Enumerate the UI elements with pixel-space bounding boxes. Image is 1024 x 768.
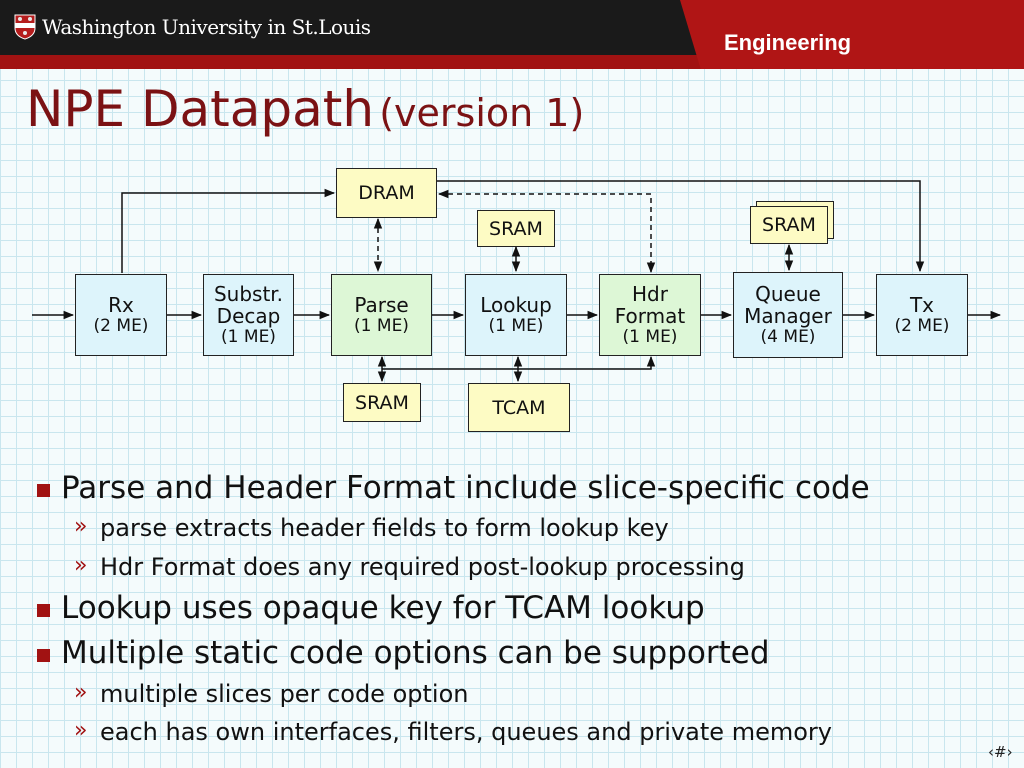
sram-queue-box: SRAM [750, 206, 828, 244]
parse-hdr-bus [382, 355, 656, 370]
rx-to-dram-arrow [121, 188, 336, 273]
bullet-1-sub-2: Hdr Format does any required post-lookup… [100, 553, 745, 581]
tcam-box: TCAM [468, 383, 570, 432]
rx-box: Rx (2 ME) [75, 274, 167, 356]
engineering-banner [680, 0, 1024, 69]
bullet-2-text: Lookup uses opaque key for TCAM lookup [61, 590, 705, 626]
substr-line2: Decap [216, 304, 281, 328]
sub-bullet-marker: » [74, 680, 88, 705]
queue-manager-box: Queue Manager (4 ME) [733, 272, 843, 358]
slide-title-sub: (version 1) [379, 91, 585, 135]
hdr-line2: Format [614, 304, 686, 328]
lookup-me: (1 ME) [488, 316, 544, 336]
bullet-1-sub-1: parse extracts header fields to form loo… [100, 514, 669, 542]
school-name: Engineering [724, 30, 852, 55]
sram-lookup-box: SRAM [477, 210, 555, 247]
queue-line2: Manager [744, 304, 832, 328]
lookup-box: Lookup (1 ME) [465, 274, 567, 356]
queue-me: (4 ME) [760, 327, 816, 347]
dram-box: DRAM [336, 168, 437, 218]
dram-label: DRAM [358, 182, 415, 204]
sram-parse-box: SRAM [343, 383, 421, 422]
university-shield-icon [14, 14, 36, 40]
sram-lookup-label: SRAM [489, 217, 543, 240]
lookup-label: Lookup [480, 293, 552, 317]
slide-title-main: NPE Datapath [26, 80, 375, 138]
bullet-3-text: Multiple static code options can be supp… [61, 635, 770, 671]
parse-me: (1 ME) [354, 316, 409, 336]
parse-label: Parse [354, 293, 409, 317]
hdr-format-box: Hdr Format (1 ME) [599, 274, 701, 356]
tcam-label: TCAM [492, 396, 546, 419]
substr-decap-box: Substr. Decap (1 ME) [203, 274, 294, 356]
tx-me: (2 ME) [894, 316, 950, 336]
rx-me: (2 ME) [93, 316, 149, 336]
bullet-square-icon [37, 484, 50, 497]
sram-parse-label: SRAM [355, 391, 409, 414]
tx-box: Tx (2 ME) [876, 274, 968, 356]
tx-label: Tx [909, 293, 935, 317]
bullet-3-sub-1: multiple slices per code option [100, 680, 469, 708]
sram-queue-label: SRAM [762, 214, 816, 236]
sub-bullet-marker: » [74, 718, 88, 743]
hdr-me: (1 ME) [622, 327, 678, 347]
substr-line1: Substr. [213, 282, 284, 306]
dram-to-tx-arrow [437, 180, 925, 273]
university-name: Washington University in St.Louis [42, 15, 371, 39]
sub-bullet-marker: » [74, 514, 88, 539]
slide-title: NPE Datapath (version 1) [26, 80, 584, 138]
rx-label: Rx [108, 293, 134, 317]
bullet-square-icon [37, 604, 50, 617]
hdr-line1: Hdr [632, 282, 668, 306]
sub-bullet-marker: » [74, 553, 88, 578]
bullet-3-sub-2: each has own interfaces, filters, queues… [100, 718, 832, 746]
parse-box: Parse (1 ME) [331, 274, 432, 356]
page-number: ‹#› [988, 743, 1013, 761]
bullet-square-icon [37, 649, 50, 662]
bullet-1-text: Parse and Header Format include slice-sp… [61, 470, 870, 506]
substr-me: (1 ME) [221, 327, 276, 347]
queue-line1: Queue [755, 282, 821, 306]
dram-hdr-link [437, 189, 656, 274]
